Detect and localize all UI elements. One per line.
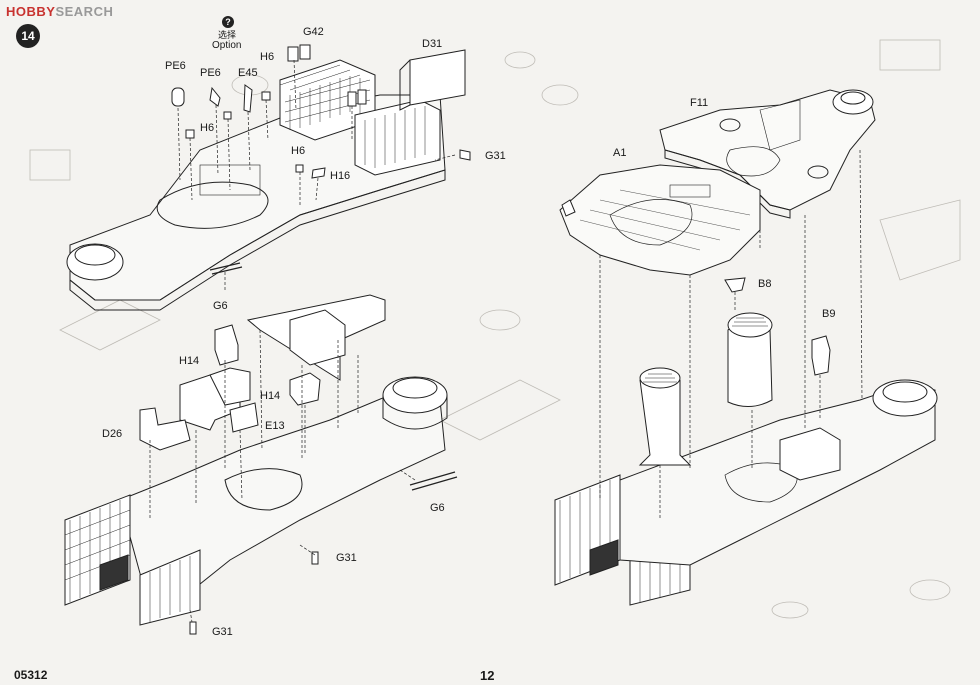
right-hull-assembly (554, 89, 938, 606)
part-label-h6-low: H6 (291, 145, 306, 157)
option-label-english: Option (212, 40, 242, 51)
part-label-e45: E45 (238, 67, 258, 79)
part-label-pe6-a: PE6 (165, 60, 186, 72)
part-label-b8: B8 (758, 278, 772, 290)
option-question-icon: ? (222, 16, 234, 28)
part-label-g6-bottom: G6 (430, 502, 445, 514)
watermark-brand-rest: SEARCH (55, 4, 114, 19)
part-label-g31-bottom: G31 (212, 626, 233, 638)
left-bottom-hull-assembly (64, 294, 458, 635)
hobby-search-watermark: HOBBYSEARCH (6, 4, 113, 19)
part-label-a1: A1 (613, 147, 627, 159)
part-label-g31-top: G31 (485, 150, 506, 162)
watermark-brand: HOBBY (6, 4, 56, 19)
part-label-g31-mid: G31 (336, 552, 357, 564)
left-top-deck-assembly (66, 44, 471, 311)
part-label-h6-mid: H6 (200, 122, 215, 134)
part-label-h14-a: H14 (179, 355, 200, 367)
part-label-b9: B9 (822, 308, 836, 320)
part-label-e13: E13 (265, 420, 285, 432)
part-label-d31: D31 (422, 38, 443, 50)
option-label-chinese: 选择 (218, 30, 237, 40)
part-label-g6-top: G6 (213, 300, 228, 312)
page-number: 12 (480, 668, 495, 683)
part-label-f11: F11 (690, 97, 709, 109)
part-label-h16: H16 (330, 170, 351, 182)
part-label-h6-top: H6 (260, 51, 275, 63)
step-number-badge: 14 (16, 24, 40, 48)
part-label-h14-b: H14 (260, 390, 281, 402)
part-label-g42: G42 (303, 26, 324, 38)
part-label-pe6-b: PE6 (200, 67, 221, 79)
part-label-d26: D26 (102, 428, 123, 440)
product-code: 05312 (14, 668, 48, 682)
